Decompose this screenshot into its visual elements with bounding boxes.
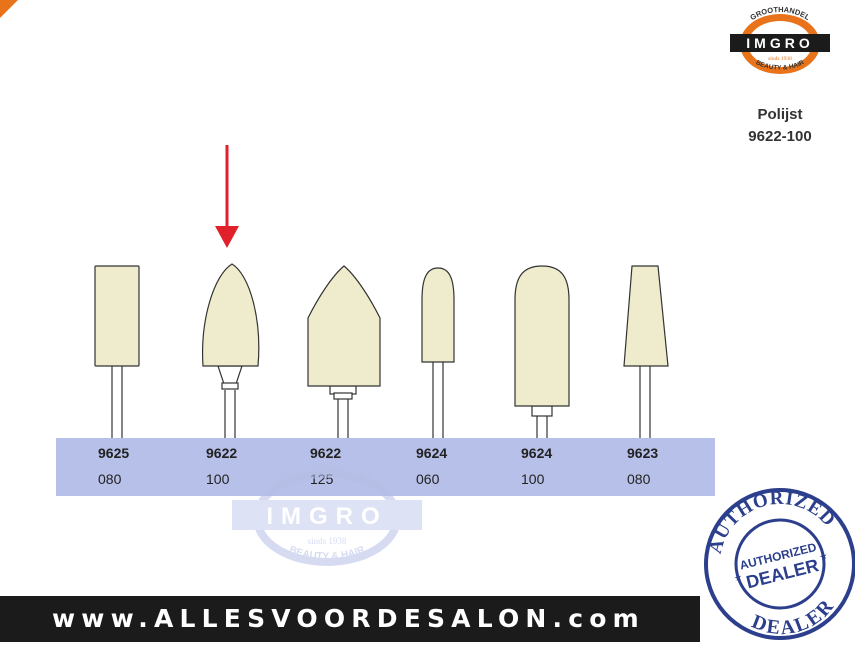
tool-size: 080 [98, 471, 122, 487]
imgro-watermark: GROOTHANDEL IMGRO sinds 1938 BEAUTY & HA… [232, 462, 422, 566]
tool-code: 9624 [416, 445, 448, 461]
tool-code: 9625 [98, 445, 130, 461]
tool-size: 100 [206, 471, 230, 487]
seal-star-icon: ★ [733, 572, 743, 584]
imgro-logo[interactable]: GROOTHANDEL IMGRO sinds 1938 BEAUTY & HA… [724, 6, 836, 78]
tool-size: 080 [627, 471, 651, 487]
tool-label-9624-060: 9624 060 [416, 445, 476, 487]
tool-label-9622-100: 9622 100 [206, 445, 266, 487]
svg-text:IMGRO: IMGRO [266, 503, 387, 530]
tool-size: 100 [521, 471, 545, 487]
svg-text:sinds 1938: sinds 1938 [308, 536, 347, 546]
tool-label-9625-080: 9625 080 [98, 445, 158, 487]
tool-code: 9622 [310, 445, 342, 461]
tool-9622-100 [201, 263, 260, 438]
tool-code: 9623 [627, 445, 659, 461]
product-title: Polijst 9622-100 [725, 104, 835, 148]
tool-9624-060 [421, 267, 455, 438]
footer-bar [0, 596, 700, 642]
tool-label-band [56, 438, 715, 496]
logo-name: IMGRO [746, 35, 813, 51]
arrow-down-icon [215, 145, 239, 248]
tool-9624-100 [514, 265, 570, 438]
product-title-line2: 9622-100 [748, 128, 812, 145]
tool-size: 060 [416, 471, 440, 487]
tool-code: 9624 [521, 445, 553, 461]
product-title-line1: Polijst [757, 106, 803, 123]
tool-9623-080 [623, 265, 669, 438]
authorized-dealer-seal: AUTHORIZED DEALER AUTHORIZED DEALER ★ ★ [698, 480, 855, 645]
tool-label-9623-080: 9623 080 [627, 445, 687, 487]
corner-accent [0, 0, 18, 18]
footer-url[interactable]: www.ALLESVOORDESALON.com [52, 604, 645, 633]
tool-9625-080 [94, 265, 140, 438]
tool-code: 9622 [206, 445, 238, 461]
logo-since: sinds 1938 [768, 56, 792, 62]
tool-9622-125 [307, 265, 381, 438]
seal-star-icon: ★ [818, 550, 828, 562]
tool-label-9624-100: 9624 100 [521, 445, 581, 487]
